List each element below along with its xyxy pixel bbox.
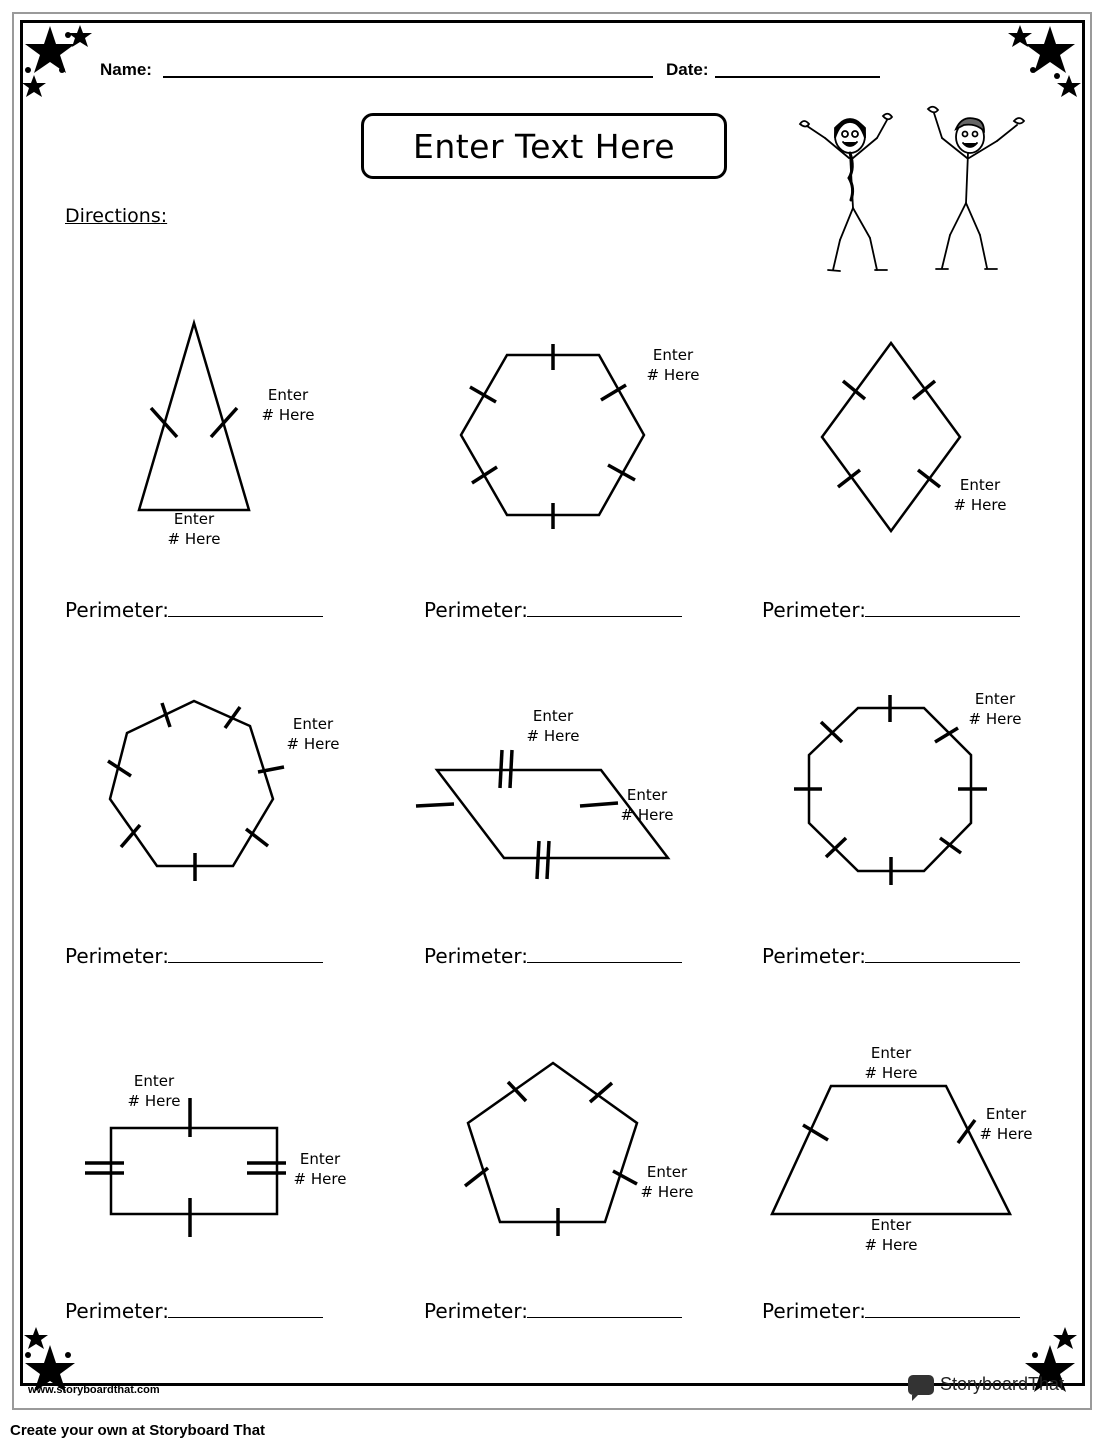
title-box[interactable]: Enter Text Here <box>361 113 727 179</box>
perimeter-label-9: Perimeter: <box>762 1299 866 1323</box>
octagon-shape <box>794 695 987 885</box>
star-cluster-bottom-right-icon <box>1025 1327 1077 1392</box>
perimeter-label-6: Perimeter: <box>762 944 866 968</box>
star-cluster-bottom-left-icon <box>24 1327 75 1392</box>
storyboardthat-logo-icon <box>908 1374 934 1401</box>
rectangle-side-label[interactable]: Enter# Here <box>293 1150 347 1188</box>
perimeter-line-6[interactable] <box>865 962 1020 963</box>
hexagon-shape <box>459 344 646 529</box>
parallelogram-top-label[interactable]: Enter# Here <box>526 707 580 745</box>
perimeter-label-1: Perimeter: <box>65 598 169 622</box>
worksheet-page <box>12 12 1092 1410</box>
perimeter-label-7: Perimeter: <box>65 1299 169 1323</box>
rectangle-top-label[interactable]: Enter# Here <box>127 1072 181 1110</box>
directions-label: Directions: <box>65 205 168 227</box>
watermark-logo: StoryboardThat <box>908 1374 1065 1401</box>
octagon-side-label[interactable]: Enter# Here <box>968 690 1022 728</box>
perimeter-line-1[interactable] <box>168 616 323 617</box>
perimeter-line-7[interactable] <box>168 1317 323 1318</box>
star-cluster-top-left-icon <box>22 25 92 97</box>
trapezoid-side-label[interactable]: Enter# Here <box>979 1105 1033 1143</box>
stick-figure-boy <box>926 105 1026 270</box>
pentagon-shape <box>463 1061 639 1236</box>
star-cluster-top-right-icon <box>1008 25 1081 97</box>
trapezoid-shape <box>770 1084 1013 1216</box>
heptagon-shape <box>107 699 285 881</box>
perimeter-label-4: Perimeter: <box>65 944 169 968</box>
worksheet-border <box>20 20 1085 1386</box>
perimeter-label-2: Perimeter: <box>424 598 528 622</box>
trapezoid-top-label[interactable]: Enter# Here <box>864 1044 918 1082</box>
perimeter-line-8[interactable] <box>527 1317 682 1318</box>
page-title: Enter Text Here <box>412 126 676 166</box>
trapezoid-base-label[interactable]: Enter# Here <box>864 1216 918 1254</box>
footer-text[interactable]: Create your own at Storyboard That <box>10 1422 266 1439</box>
date-line[interactable] <box>715 76 880 78</box>
name-label: Name: <box>100 60 152 79</box>
triangle-base-label[interactable]: Enter# Here <box>167 510 221 548</box>
parallelogram-side-label[interactable]: Enter# Here <box>620 786 674 824</box>
perimeter-line-3[interactable] <box>865 616 1020 617</box>
perimeter-label-8: Perimeter: <box>424 1299 528 1323</box>
perimeter-line-5[interactable] <box>527 962 682 963</box>
pentagon-side-label[interactable]: Enter# Here <box>640 1163 694 1201</box>
stick-figure-girl <box>798 112 894 272</box>
hexagon-side-label[interactable]: Enter# Here <box>646 346 700 384</box>
rhombus-shape <box>820 340 962 534</box>
watermark-url: www.storyboardthat.com <box>28 1384 160 1396</box>
perimeter-line-2[interactable] <box>527 616 682 617</box>
perimeter-line-4[interactable] <box>168 962 323 963</box>
triangle-side-label[interactable]: Enter# Here <box>261 386 315 424</box>
rhombus-side-label[interactable]: Enter# Here <box>953 476 1007 514</box>
perimeter-line-9[interactable] <box>865 1317 1020 1318</box>
perimeter-label-5: Perimeter: <box>424 944 528 968</box>
heptagon-side-label[interactable]: Enter# Here <box>286 715 340 753</box>
name-line[interactable] <box>163 76 653 78</box>
date-label: Date: <box>666 60 709 79</box>
triangle-shape <box>137 318 251 512</box>
watermark-brand: StoryboardThat <box>940 1374 1065 1394</box>
parallelogram-shape <box>415 749 671 880</box>
perimeter-label-3: Perimeter: <box>762 598 866 622</box>
rectangle-shape <box>85 1098 286 1237</box>
